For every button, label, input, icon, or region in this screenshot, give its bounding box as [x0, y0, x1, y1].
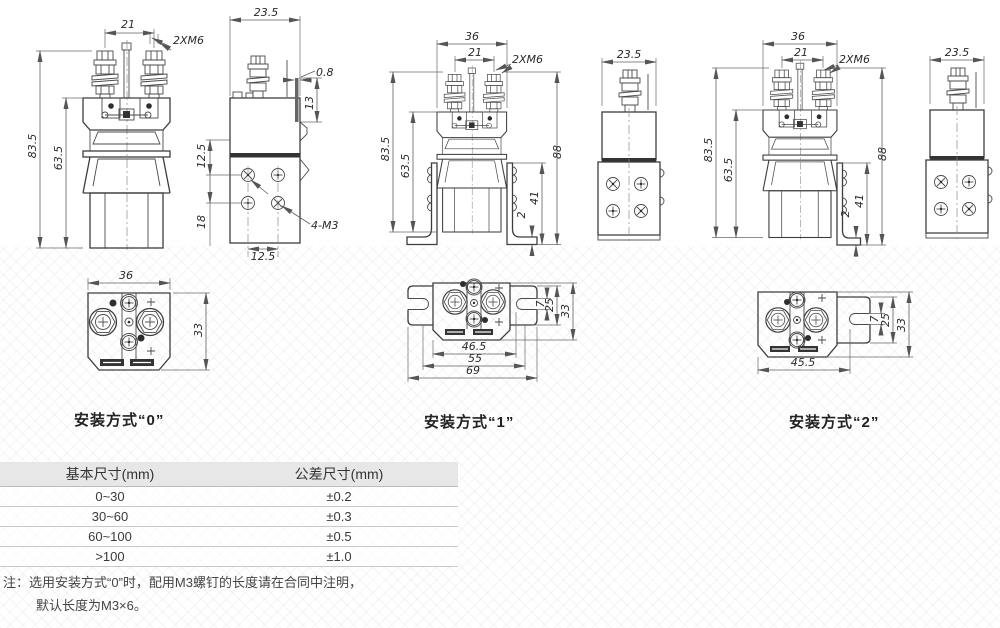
dim-88: 88	[551, 145, 564, 159]
table-row: 0~30 ±0.2	[0, 487, 458, 507]
top-view-mounting-1: 46.5 55 69 7 25 33	[407, 278, 577, 382]
dim-25: 25	[543, 298, 556, 312]
note-prefix: 注：	[3, 575, 30, 590]
dim-33: 33	[895, 318, 908, 332]
dim-25: 25	[879, 313, 892, 327]
dim-2: 2	[839, 211, 852, 218]
basic-size-cell: >100	[95, 549, 125, 564]
dim-46-5: 46.5	[462, 340, 487, 353]
dim-23-5: 23.5	[617, 48, 642, 61]
dim-2xm6: 2XM6	[839, 53, 870, 66]
tolerance-cell: ±1.0	[326, 549, 352, 564]
dim-4-m3: 4-M3	[311, 219, 338, 232]
note-text-1: 选用安装方式“0”时，配用M3螺钉的长度请在合同中注明，	[29, 575, 362, 590]
header-tolerance: 公差尺寸(mm)	[294, 466, 384, 482]
dim-33: 33	[192, 323, 205, 337]
note-line-1: 注：选用安装方式“0”时，配用M3螺钉的长度请在合同中注明，	[3, 574, 362, 592]
header-basic-size: 基本尺寸(mm)	[65, 466, 155, 482]
dim-36: 36	[119, 269, 133, 282]
dim-41: 41	[528, 191, 541, 205]
dim-55: 55	[468, 352, 482, 365]
tolerance-table: 基本尺寸(mm) 公差尺寸(mm) 0~30 ±0.2 30~60 ±0.3 6…	[0, 462, 458, 567]
mounting-1-label: 安装方式“1”	[424, 414, 515, 431]
dim-21: 21	[794, 46, 808, 59]
table-row: 60~100 ±0.5	[0, 527, 458, 547]
basic-size-cell: 60~100	[88, 529, 132, 544]
table-row: >100 ±1.0	[0, 547, 458, 567]
tolerance-cell: ±0.3	[326, 509, 352, 524]
tolerance-cell: ±0.5	[326, 529, 352, 544]
tolerance-table-header: 基本尺寸(mm) 公差尺寸(mm)	[0, 462, 458, 487]
dim-7: 7	[868, 316, 881, 323]
basic-size-cell: 30~60	[91, 509, 129, 524]
dim-63-5: 63.5	[399, 154, 412, 179]
dim-36: 36	[791, 30, 805, 43]
dim-2xm6: 2XM6	[173, 34, 204, 47]
dim-83-5: 83.5	[702, 138, 715, 163]
dim-12-5-v: 12.5	[195, 144, 208, 169]
dim-12-5-h: 12.5	[251, 250, 276, 263]
note-text-2: 默认长度为M3×6。	[36, 598, 147, 613]
dim-33: 33	[559, 304, 572, 318]
note-line-2: 默认长度为M3×6。	[36, 597, 147, 615]
mounting-0-label: 安装方式“0”	[74, 412, 165, 429]
dim-23-5: 23.5	[254, 6, 279, 19]
drawing-mounting-1: 36 21 2XM6 83.5 63.5 88 41 2 23.5	[379, 30, 670, 256]
dim-36: 36	[465, 30, 479, 43]
tolerance-cell: ±0.2	[326, 489, 352, 504]
dim-88: 88	[876, 147, 889, 161]
dim-23-5: 23.5	[945, 46, 970, 59]
drawing-mounting-2: 36 21 2XM6 83.5 63.5 88 41 2 23.5	[702, 30, 1000, 257]
top-view-mounting-0: 36 33	[87, 269, 210, 371]
dim-83-5: 83.5	[26, 134, 39, 159]
dim-7: 7	[534, 301, 547, 308]
dim-18: 18	[195, 215, 208, 229]
mounting-2-label: 安装方式“2”	[789, 414, 880, 431]
dim-2: 2	[515, 212, 528, 219]
basic-size-cell: 0~30	[95, 489, 125, 504]
top-view-mounting-2: 45.5 7 25 33	[757, 291, 913, 374]
dim-13: 13	[303, 96, 316, 110]
dim-45-5: 45.5	[791, 356, 816, 369]
dim-21: 21	[121, 18, 135, 31]
dim-2xm6: 2XM6	[512, 53, 543, 66]
table-row: 30~60 ±0.3	[0, 507, 458, 527]
dim-41: 41	[853, 194, 866, 208]
dim-63-5: 63.5	[52, 146, 65, 171]
dim-0-8: 0.8	[316, 66, 334, 79]
dim-69: 69	[466, 364, 480, 377]
dim-21: 21	[468, 46, 482, 59]
dim-63-5: 63.5	[722, 158, 735, 183]
drawing-mounting-0: 21 2XM6 83.5 63.5 23.5 0.8 13 12.5 18 12…	[26, 6, 338, 263]
dim-83-5: 83.5	[379, 137, 392, 162]
